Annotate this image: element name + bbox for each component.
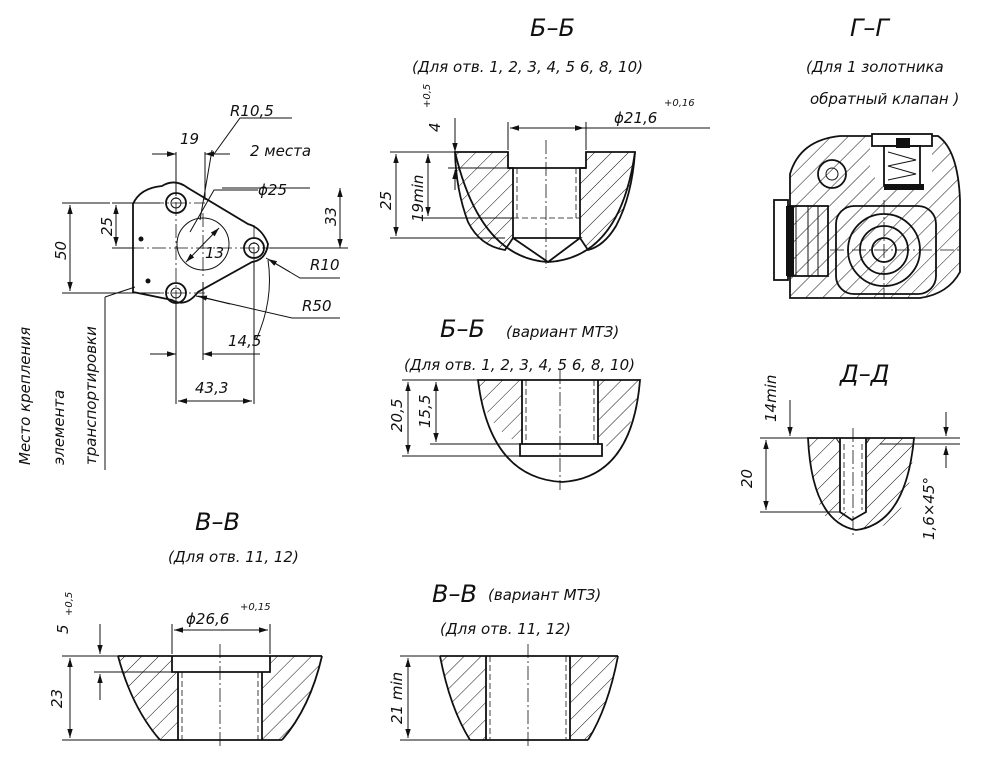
section-vv: В–В (Для отв. 11, 12) 5 +0,5 ϕ26,6 +0,15… bbox=[48, 508, 323, 748]
dim-phi25: ϕ25 bbox=[258, 181, 287, 199]
dim-21min: 21 min bbox=[388, 672, 406, 724]
dim-33: 33 bbox=[322, 207, 340, 226]
section-bb: Б–Б (Для отв. 1, 2, 3, 4, 5 6, 8, 10) 4 … bbox=[377, 14, 710, 268]
dim-4: 4 bbox=[426, 122, 444, 132]
dim-19min: 19min bbox=[409, 175, 427, 222]
section-vv-mtz-variant: (вариант МТЗ) bbox=[488, 586, 601, 604]
dim-19: 19 bbox=[180, 130, 199, 148]
dim-chamfer: 1,6×45° bbox=[920, 477, 938, 540]
mount-point bbox=[138, 236, 144, 242]
dim-20-5: 20,5 bbox=[388, 399, 406, 432]
section-bb-mtz: Б–Б (вариант МТЗ) (Для отв. 1, 2, 3, 4, … bbox=[388, 315, 641, 490]
dim-14min: 14min bbox=[762, 375, 780, 422]
dim-14-5: 14,5 bbox=[228, 332, 261, 350]
dim-5: 5 bbox=[54, 624, 72, 634]
mount-note-line1: Место крепления bbox=[16, 327, 34, 465]
dim-50: 50 bbox=[52, 241, 70, 260]
section-gg: Г–Г (Для 1 золотника обратный клапан ) bbox=[773, 14, 962, 299]
section-dd-title: Д–Д bbox=[839, 360, 890, 388]
section-bb-note: (Для отв. 1, 2, 3, 4, 5 6, 8, 10) bbox=[412, 58, 643, 76]
dim-25: 25 bbox=[98, 217, 116, 236]
section-vv-mtz: В–В (вариант МТЗ) (Для отв. 11, 12) 21 m… bbox=[388, 580, 619, 748]
mount-point bbox=[145, 278, 151, 284]
dim-r10: R10 bbox=[310, 256, 340, 274]
section-bb-mtz-note: (Для отв. 1, 2, 3, 4, 5 6, 8, 10) bbox=[404, 356, 635, 374]
dim-15-5: 15,5 bbox=[416, 395, 434, 428]
tol-26-6: +0,15 bbox=[240, 602, 271, 613]
tol-4: +0,5 bbox=[422, 84, 433, 108]
section-vv-mtz-note: (Для отв. 11, 12) bbox=[440, 620, 571, 638]
dim-13: 13 bbox=[205, 244, 224, 262]
section-vv-title: В–В bbox=[195, 508, 240, 536]
top-view-flange: R10,5 2 места 19 25 ϕ25 33 50 13 R10 R50… bbox=[16, 102, 348, 470]
dim-43-3: 43,3 bbox=[195, 379, 228, 397]
dim-r50: R50 bbox=[302, 297, 332, 315]
tol-5: +0,5 bbox=[64, 592, 75, 616]
tol-21-6: +0,16 bbox=[664, 98, 695, 109]
dim-23: 23 bbox=[48, 689, 66, 708]
note-two-places: 2 места bbox=[250, 142, 311, 160]
dim-r10-5: R10,5 bbox=[230, 102, 274, 120]
dim-phi26-6: ϕ26,6 bbox=[186, 610, 229, 628]
mount-note-line2: элемента bbox=[50, 390, 68, 465]
dim-20-dd: 20 bbox=[738, 469, 756, 488]
section-bb-title: Б–Б bbox=[530, 14, 575, 42]
section-vv-mtz-title: В–В bbox=[432, 580, 477, 608]
section-bb-mtz-title: Б–Б bbox=[440, 315, 485, 343]
section-vv-note: (Для отв. 11, 12) bbox=[168, 548, 299, 566]
dim-phi21-6: ϕ21,6 bbox=[614, 109, 657, 127]
section-gg-note-1: (Для 1 золотника bbox=[806, 58, 944, 76]
section-dd: Д–Д 14min 20 1,6×45° bbox=[738, 360, 960, 540]
section-gg-title: Г–Г bbox=[850, 14, 890, 42]
mount-note-line3: транспортировки bbox=[82, 326, 100, 465]
section-gg-note-2: обратный клапан ) bbox=[810, 90, 959, 108]
dim-25-bb: 25 bbox=[377, 191, 395, 210]
section-bb-mtz-variant: (вариант МТЗ) bbox=[506, 323, 619, 341]
